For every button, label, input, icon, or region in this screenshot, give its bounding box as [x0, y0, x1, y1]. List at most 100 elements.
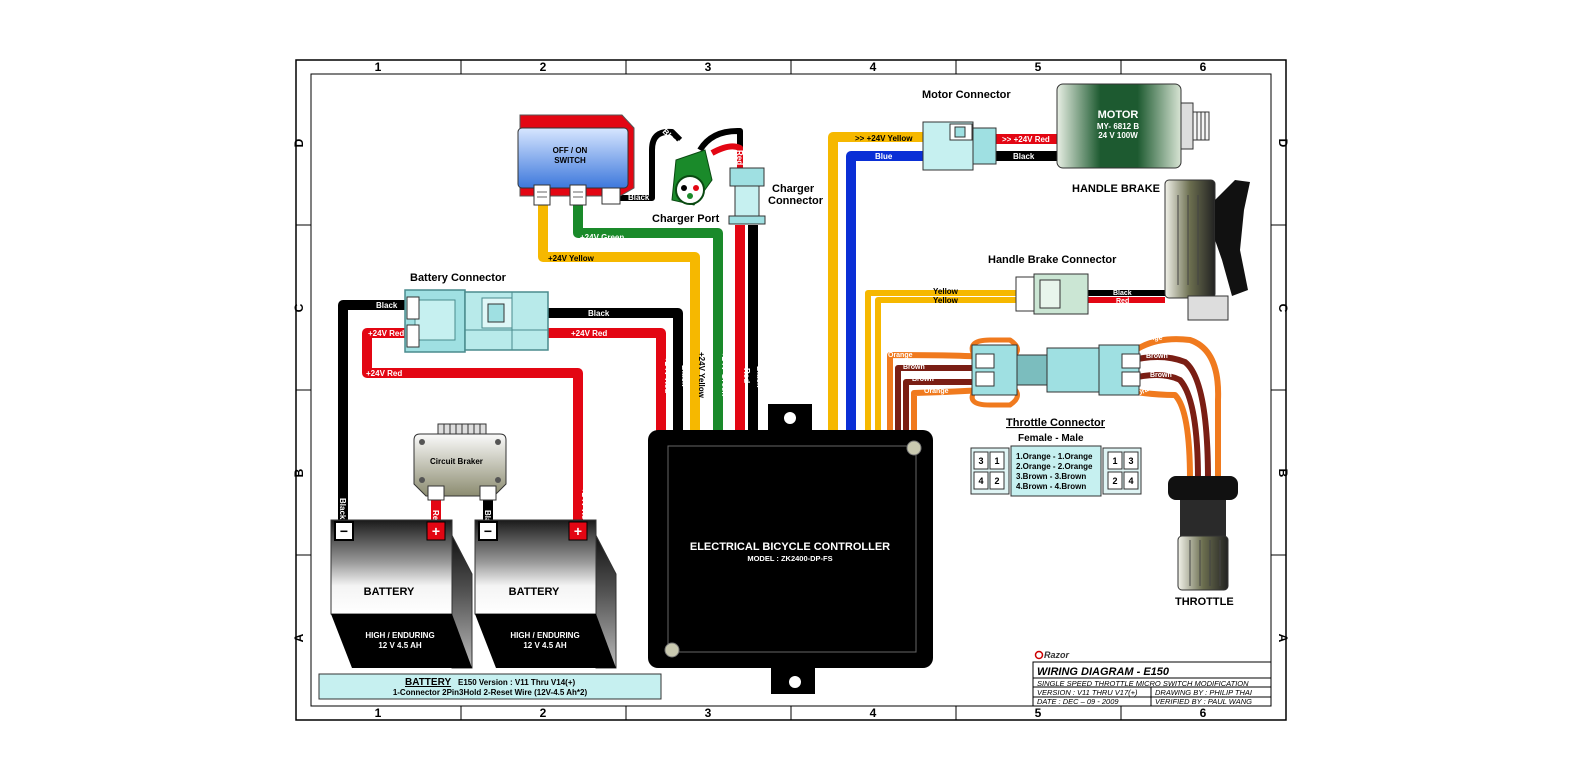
label-motor-black: Black — [1013, 152, 1035, 161]
col-label-bottom-4: 4 — [870, 706, 877, 720]
wire-black-battery-neg — [338, 300, 405, 520]
female-pin-2: 1 — [994, 456, 999, 466]
switch-label-2: SWITCH — [554, 156, 586, 165]
label-brown-4: Brown — [1150, 372, 1172, 379]
row-label-right-B: B — [1276, 469, 1290, 478]
label-red-vert: Red — [742, 368, 751, 383]
label-black-vert-2: Black — [755, 366, 764, 388]
svg-text:−: − — [484, 523, 492, 539]
battery-connector — [404, 289, 549, 353]
throttle-connector-label: Throttle Connector — [1006, 417, 1106, 429]
row-label-left-C: C — [292, 303, 306, 312]
label-black-brake: Black — [1113, 290, 1132, 297]
circuit-braker-label: Circuit Braker — [430, 457, 483, 466]
title-block: Razor WIRING DIAGRAM - E150 SINGLE SPEED… — [1032, 650, 1272, 707]
battery-2-rating: 12 V 4.5 AH — [523, 641, 567, 650]
battery-2-type: HIGH / ENDURING — [510, 631, 579, 640]
battery-1-rating: 12 V 4.5 AH — [378, 641, 422, 650]
label-yellow-brake-1: Yellow — [933, 287, 959, 296]
label-red-charger: Red — [735, 150, 744, 165]
motor-connector — [922, 121, 997, 171]
col-label-bottom-3: 3 — [705, 706, 712, 720]
pin-row-4: 4.Brown - 4.Brown — [1016, 482, 1086, 491]
label-red-24-vert: +24V Red — [663, 357, 672, 393]
controller — [648, 404, 933, 694]
col-label-top-1: 1 — [375, 60, 382, 74]
svg-text:−: − — [340, 523, 348, 539]
label-brown-2: Brown — [912, 376, 934, 383]
wire-red-battery-controller — [548, 328, 666, 432]
charger-connector — [728, 167, 766, 225]
pin-row-3: 3.Brown - 3.Brown — [1016, 472, 1086, 481]
drawing-frame: 1 2 3 4 5 6 1 2 3 4 5 6 D C B A D C B A — [292, 59, 1290, 721]
col-label-top-4: 4 — [870, 60, 877, 74]
label-black-vert: Black — [680, 365, 689, 387]
row-label-left-D: D — [292, 138, 306, 147]
row-label-left-A: A — [292, 633, 306, 642]
row-label-right-C: C — [1276, 304, 1290, 313]
charger-port-label: Charger Port — [652, 213, 720, 225]
label-blue: Blue — [875, 152, 893, 161]
pin-row-1: 1.Orange - 1.Orange — [1016, 452, 1093, 461]
wire-red-battery-pos — [362, 328, 583, 520]
battery-2-label: BATTERY — [509, 586, 560, 598]
col-label-top-3: 3 — [705, 60, 712, 74]
motor-title: MOTOR — [1098, 109, 1139, 121]
male-pin-2: 3 — [1128, 456, 1133, 466]
wire-black-battery-controller — [548, 308, 683, 432]
female-pin-3: 4 — [978, 476, 983, 486]
male-pin-1: 1 — [1112, 456, 1117, 466]
handle-brake-label: HANDLE BRAKE — [1072, 183, 1160, 195]
female-male-label: Female - Male — [1018, 433, 1084, 444]
label-orange-2: Orange — [924, 388, 949, 395]
charger-port — [671, 149, 713, 206]
wire-yellow-brake-2 — [875, 297, 1016, 432]
battery-1-type: HIGH / ENDURING — [365, 631, 434, 640]
throttle-pin-table: 3 1 4 2 1 3 2 4 1.Orange - 1.Orange 2.Or… — [970, 445, 1142, 497]
col-label-top-6: 6 — [1200, 60, 1207, 74]
female-pin-4: 2 — [994, 476, 999, 486]
label-yellow-24-vert: +24V Yellow — [697, 352, 706, 399]
wires — [338, 127, 1222, 520]
motor — [1056, 83, 1210, 169]
wire-yellow-switch-controller — [538, 205, 700, 432]
label-black-switch: Black — [628, 193, 650, 202]
wire-yellow-motor — [828, 132, 923, 432]
title-block-title: WIRING DIAGRAM - E150 — [1037, 666, 1170, 678]
label-yellow-24: +24V Yellow — [548, 254, 595, 263]
title-block-version: VERSION : V11 THRU V17(+) — [1037, 688, 1138, 697]
motor-rating: 24 V 100W — [1098, 131, 1138, 140]
col-label-bottom-6: 6 — [1200, 706, 1207, 720]
male-pin-3: 2 — [1112, 476, 1117, 486]
charger-connector-label-2: Connector — [768, 195, 824, 207]
row-label-right-D: D — [1276, 139, 1290, 148]
male-pin-4: 4 — [1128, 476, 1133, 486]
title-block-subtitle: SINGLE SPEED THROTTLE MICRO SWITCH MODIF… — [1037, 679, 1249, 688]
battery-note-detail: 1-Connector 2Pin3Hold 2-Reset Wire (12V-… — [393, 688, 588, 697]
throttle-connector-plug — [971, 344, 1141, 396]
label-red-24-bat: +24V Red — [580, 488, 589, 524]
wire-yellow-brake-1 — [865, 290, 1016, 432]
col-label-bottom-5: 5 — [1035, 706, 1042, 720]
row-label-right-A: A — [1276, 634, 1290, 643]
label-black-1: Black — [588, 309, 610, 318]
svg-text:+: + — [574, 523, 582, 539]
battery-2: − + — [474, 519, 617, 669]
col-label-bottom-2: 2 — [540, 706, 547, 720]
switch-label-1: OFF / ON — [553, 146, 588, 155]
handle-brake-connector — [1015, 273, 1089, 315]
col-label-top-2: 2 — [540, 60, 547, 74]
label-black-2: Black — [376, 301, 398, 310]
title-block-drawing: DRAWING BY : PHILIP THAI — [1155, 688, 1252, 697]
col-label-top-5: 5 — [1035, 60, 1042, 74]
label-black-charger-2: Black — [748, 148, 757, 170]
label-red-24-1: +24V Red — [571, 329, 607, 338]
charger-connector-label-1: Charger — [772, 183, 815, 195]
label-black-bat: Black — [338, 498, 347, 520]
wire-blue-motor — [846, 151, 923, 432]
throttle-label: THROTTLE — [1175, 596, 1234, 608]
female-pin-1: 3 — [978, 456, 983, 466]
motor-model: MY- 6812 B — [1097, 122, 1139, 131]
label-brown-1: Brown — [903, 364, 925, 371]
